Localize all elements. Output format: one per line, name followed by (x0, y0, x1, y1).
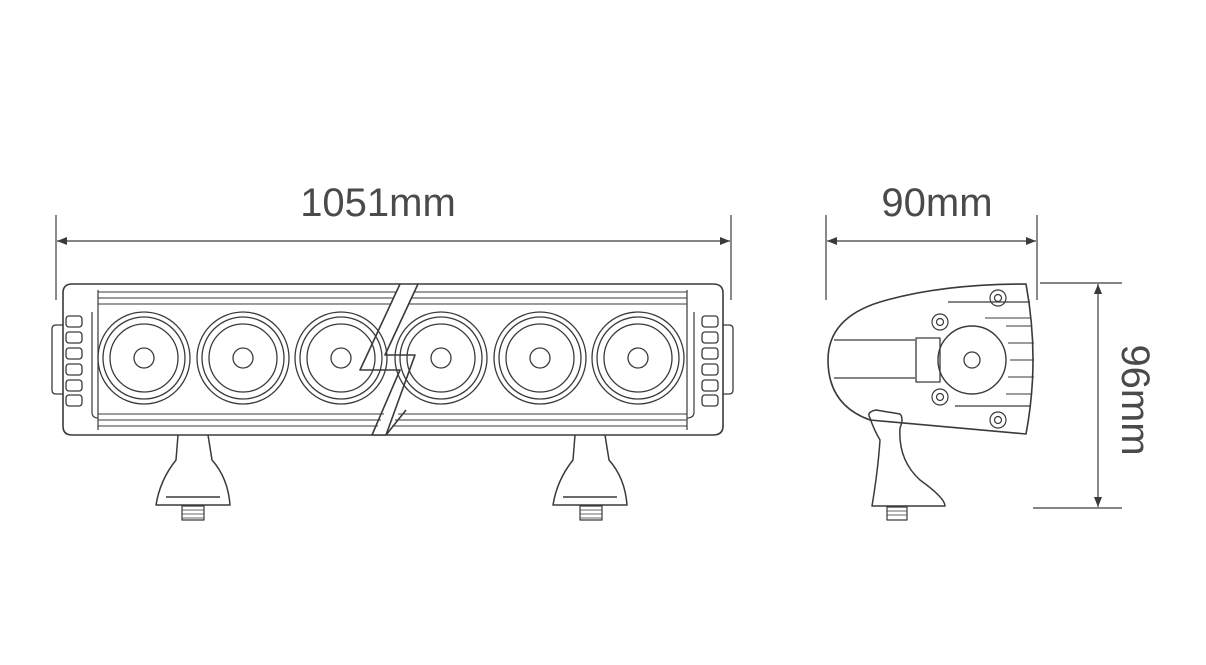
side-center-block (915, 337, 941, 383)
depth-label: 90mm (881, 181, 992, 225)
length-label: 1051mm (300, 181, 456, 225)
side-fin-lines (834, 301, 1030, 407)
side-screws (931, 289, 1007, 429)
mount-foot-right (552, 434, 628, 521)
side-bracket-left (51, 315, 83, 407)
lens-2 (196, 311, 290, 405)
end-cap-right (686, 290, 695, 430)
side-boss (937, 325, 1007, 395)
bar-housing-right (386, 283, 724, 436)
lens-1 (97, 311, 191, 405)
lens-4 (394, 311, 488, 405)
bar-housing-left (62, 283, 407, 436)
lens-6 (591, 311, 685, 405)
height-dimension (1033, 282, 1122, 509)
side-right-fins (985, 317, 1034, 395)
lens-5 (493, 311, 587, 405)
heatsink-fins-top (98, 291, 687, 305)
heatsink-fins-bottom (98, 413, 687, 427)
side-housing (827, 283, 1034, 435)
side-view (827, 283, 1034, 521)
depth-dimension (825, 215, 1038, 300)
end-cap-left (91, 290, 99, 430)
side-mount-leg (868, 409, 946, 507)
side-bracket-right (701, 315, 734, 407)
side-boss-center (963, 351, 981, 369)
break-symbol (359, 283, 419, 436)
height-label: 96mm (1113, 344, 1157, 455)
mount-foot-left (155, 434, 231, 521)
lens-3 (294, 311, 388, 405)
side-mount-bolt (886, 506, 908, 521)
front-view (51, 283, 734, 521)
length-dimension (55, 215, 732, 300)
